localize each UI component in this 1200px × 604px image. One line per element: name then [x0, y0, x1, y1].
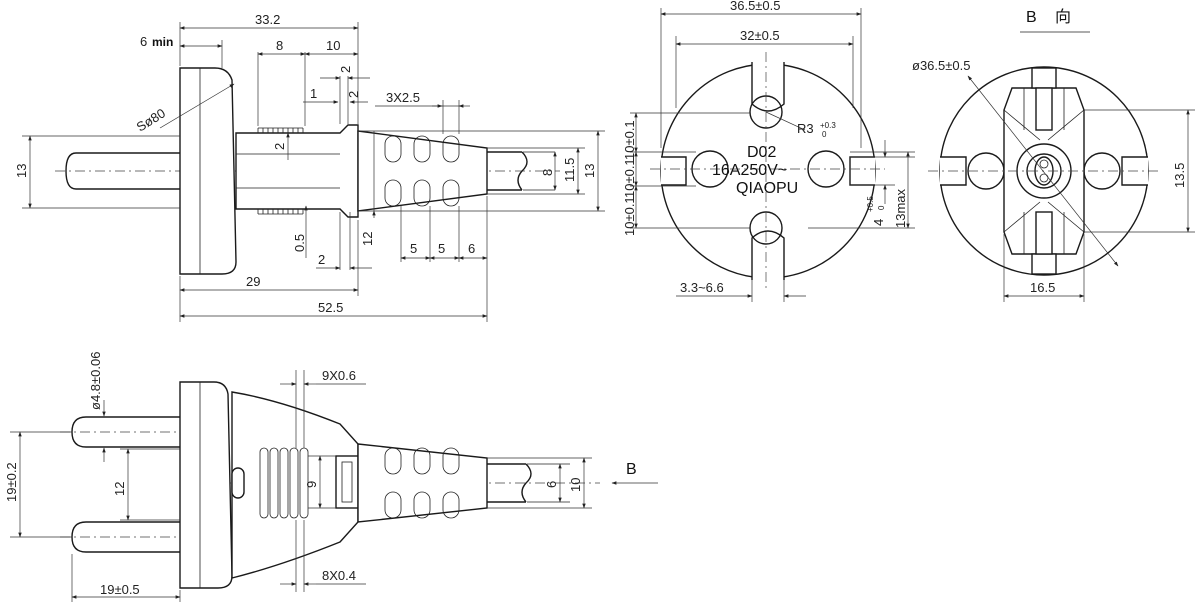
marking-brand: QIAOPU: [736, 180, 798, 197]
dim-10-b: 10±0.1: [622, 158, 637, 198]
dim-13max: 13max: [893, 188, 908, 228]
dim-r3-tol-lower: 0: [822, 130, 827, 139]
face-view: D02 16A250V~ QIAOPU 36.5±0.5 32±0.5 R3 +…: [622, 0, 915, 302]
dim-33-2: 33.2: [255, 12, 280, 27]
dim-36-5-b: ø36.5±0.5: [912, 58, 970, 73]
dim-19-0-2: 19±0.2: [4, 462, 19, 502]
b-view-title-char: 向: [1055, 8, 1071, 26]
dim-11-5: 11.5: [562, 158, 577, 182]
top-view: ø4.8±0.06 9X0.6 19±0.2 12 9 6 10 B: [4, 352, 658, 602]
side-view-knurling: [257, 127, 304, 215]
side-view-grip-body: [235, 124, 359, 218]
dim-4-tol-lower: 0: [877, 205, 886, 210]
dim-9: 9: [304, 481, 319, 488]
dim-32-face: 32±0.5: [740, 28, 780, 43]
dim-12-top-view: 12: [112, 482, 127, 496]
side-view-cord: [487, 151, 528, 191]
dim-1: 1: [310, 86, 317, 101]
side-view-slots: [384, 135, 460, 207]
face-view-right-notch: [849, 156, 875, 186]
b-view-title-letter: B: [1026, 9, 1037, 26]
b-arrow-label: B: [626, 461, 637, 478]
dim-19-0-5: 19±0.5: [100, 582, 140, 597]
side-view-pin: [65, 152, 180, 190]
dim-13-left: 13: [14, 164, 29, 178]
side-view-strain-relief: [357, 130, 488, 212]
dim-6-top-view: 6: [544, 481, 559, 488]
dim-sphere: Sø80: [134, 105, 168, 134]
dim-3-3-6-6: 3.3~6.6: [680, 280, 724, 295]
dim-r3: R3: [797, 121, 814, 136]
top-view-strain-relief: [357, 443, 488, 523]
top-view-slots: [384, 447, 460, 519]
dim-36-5-face: 36.5±0.5: [730, 0, 781, 13]
marking-model: D02: [747, 144, 776, 161]
dim-3x2-5: 3X2.5: [386, 90, 420, 105]
b-view-bottom-rib: [1035, 211, 1053, 255]
top-view-window: [335, 455, 359, 509]
b-view-bottom-tab: [1031, 253, 1057, 275]
dim-4-value: 4: [871, 219, 886, 226]
top-view-cord: [487, 463, 532, 503]
dim-2-b: 2: [346, 91, 361, 98]
dim-5-a: 5: [410, 241, 417, 256]
top-view-flange: [179, 381, 233, 589]
dim-52-5: 52.5: [318, 300, 343, 315]
marking-rating: 16A250V~: [712, 162, 787, 179]
dim-13-5: 13.5: [1172, 163, 1187, 188]
side-view: 33.2 6 min 8 10 2 1 2 3X2.5 Sø80: [14, 12, 605, 322]
dim-8-right: 8: [540, 169, 555, 176]
face-view-left-notch: [661, 156, 687, 186]
dim-0-5: 0.5: [292, 234, 307, 252]
dim-9x0-6: 9X0.6: [322, 368, 356, 383]
dim-10-c: 10±0.1: [622, 196, 637, 236]
dim-6-min-number: 6: [140, 34, 147, 49]
dim-r3-tol-upper: +0.3: [820, 121, 836, 130]
dim-2-bottom: 2: [318, 252, 325, 267]
dim-13-right: 13: [582, 164, 597, 178]
side-view-flange: [179, 67, 237, 275]
dim-10-top: 10: [326, 38, 340, 53]
r3-leader: [765, 111, 806, 131]
face-view-bottom-slot: [751, 230, 785, 280]
dim-16-5: 16.5: [1030, 280, 1055, 295]
b-view-top-tab: [1031, 67, 1057, 89]
dim-10-top-view: 10: [568, 478, 583, 492]
dim-8x0-4: 8X0.4: [322, 568, 356, 583]
dim-4-tol-upper: +0.5: [866, 196, 875, 212]
top-view-grip-ribs: [259, 447, 309, 519]
dim-2-a: 2: [338, 66, 353, 73]
dim-5-b: 5: [438, 241, 445, 256]
dim-8-top: 8: [276, 38, 283, 53]
dim-29: 29: [246, 274, 260, 289]
b-view: B 向 ø36.5±0.5 13.5: [912, 8, 1195, 302]
dim-10-a: 10±0.1: [622, 120, 637, 160]
dim-6: 6: [468, 241, 475, 256]
dim-6-min-word: min: [152, 35, 173, 49]
dim-4-8: ø4.8±0.06: [88, 352, 103, 410]
b-view-top-rib: [1035, 87, 1053, 131]
dim-2-inner: 2: [272, 143, 287, 150]
dim-12: 12: [360, 232, 375, 246]
